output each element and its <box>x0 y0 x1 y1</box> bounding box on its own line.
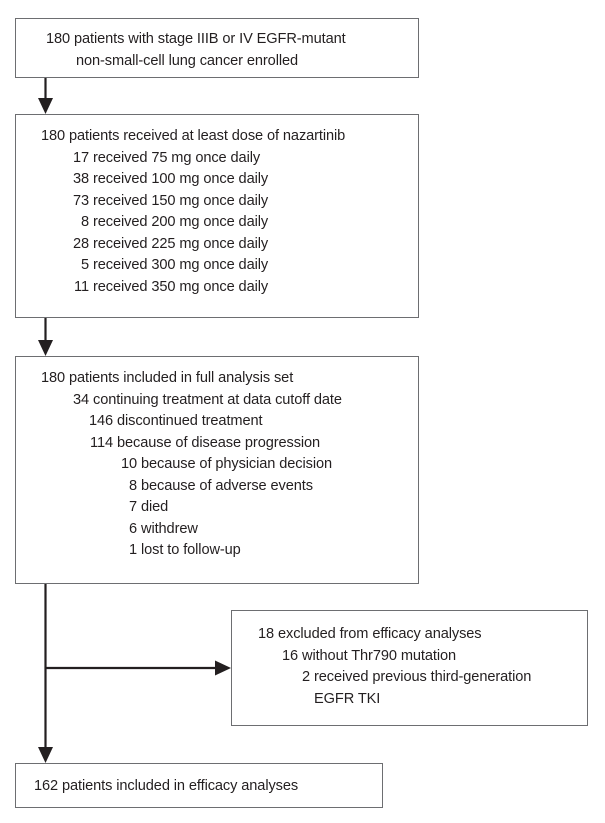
dosing-count-100mg: 38 <box>72 171 89 187</box>
dosing-count-150mg: 73 <box>72 192 89 209</box>
excluded-label-no-thr790: without Thr790 mutation <box>302 647 456 664</box>
enrolled-box-lines: 180 patients with stage IIIB or IV EGFR-… <box>34 29 346 72</box>
fas-count-total: 180 <box>40 370 65 386</box>
arrow-full-analysis-set-to-efficacy <box>38 584 53 763</box>
dosing-label-350mg: received 350 mg once daily <box>93 278 269 295</box>
excluded-label-previous-tki-cont: EGFR TKI <box>314 690 381 707</box>
arrow-dosing-to-full-analysis-set <box>38 318 53 356</box>
dosing-count-75mg: 17 <box>72 149 89 166</box>
fas-label-total: patients included in full analysis set <box>69 370 294 386</box>
fas-label-withdrew: withdrew <box>141 520 198 537</box>
fas-label-died: died <box>141 499 169 515</box>
dosing-label-200mg: received 200 mg once daily <box>93 214 269 230</box>
excluded-label-total: excluded from efficacy analyses <box>278 626 482 642</box>
excluded-line-previous-tki-cont: EGFR TKI <box>248 689 531 711</box>
enrolled-line-2: non-small-cell lung cancer enrolled <box>76 52 299 69</box>
excluded-count-total: 18 <box>257 626 274 642</box>
excluded-count-no-thr790: 16 <box>281 647 298 664</box>
dosing-count-total: 180 <box>40 128 65 144</box>
dosing-label-100mg: received 100 mg once daily <box>93 171 269 187</box>
dosing-count-300mg: 5 <box>80 257 89 273</box>
fas-count-withdrew: 6 <box>128 520 137 537</box>
fas-count-lost-to-followup: 1 <box>128 542 137 558</box>
dosing-label-75mg: received 75 mg once daily <box>93 149 261 166</box>
fas-count-died: 7 <box>128 499 137 515</box>
fas-label-physician-decision: because of physician decision <box>141 456 332 472</box>
dosing-count-225mg: 28 <box>72 235 89 252</box>
excluded-count-previous-tki: 2 <box>301 669 310 685</box>
fas-label-continuing: continuing treatment at data cutoff date <box>93 391 342 408</box>
enrolled-line-1: 180 patients with stage IIIB or IV EGFR-… <box>46 31 346 47</box>
dosing-count-200mg: 8 <box>80 214 89 230</box>
efficacy-line-1: 162 patients included in efficacy analys… <box>34 778 299 794</box>
fas-label-lost-to-followup: lost to follow-up <box>141 542 241 558</box>
excluded-label-previous-tki: received previous third-generation <box>314 669 532 685</box>
fas-count-continuing: 34 <box>72 391 89 408</box>
fas-label-discontinued: discontinued treatment <box>117 413 263 429</box>
fas-count-discontinued: 146 <box>88 413 113 429</box>
efficacy-box-lines: 162 patients included in efficacy analys… <box>34 776 298 798</box>
dosing-label-total: patients received at least dose of nazar… <box>69 128 346 144</box>
efficacy-box: 162 patients included in efficacy analys… <box>15 763 383 808</box>
fas-label-adverse-events: because of adverse events <box>141 477 313 494</box>
fas-count-adverse-events: 8 <box>128 477 137 494</box>
fas-label-progression: because of disease progression <box>117 434 321 451</box>
fas-count-progression: 114 <box>90 434 113 451</box>
dosing-count-350mg: 11 <box>74 278 89 295</box>
dosing-label-225mg: received 225 mg once daily <box>93 235 269 252</box>
fas-count-physician-decision: 10 <box>120 456 137 472</box>
dosing-label-150mg: received 150 mg once daily <box>93 192 269 209</box>
enrolled-box: 180 patients with stage IIIB or IV EGFR-… <box>15 18 419 78</box>
arrow-enrolled-to-dosing <box>38 78 53 114</box>
dosing-label-300mg: received 300 mg once daily <box>93 257 269 273</box>
arrow-full-analysis-set-to-excluded <box>45 660 231 676</box>
